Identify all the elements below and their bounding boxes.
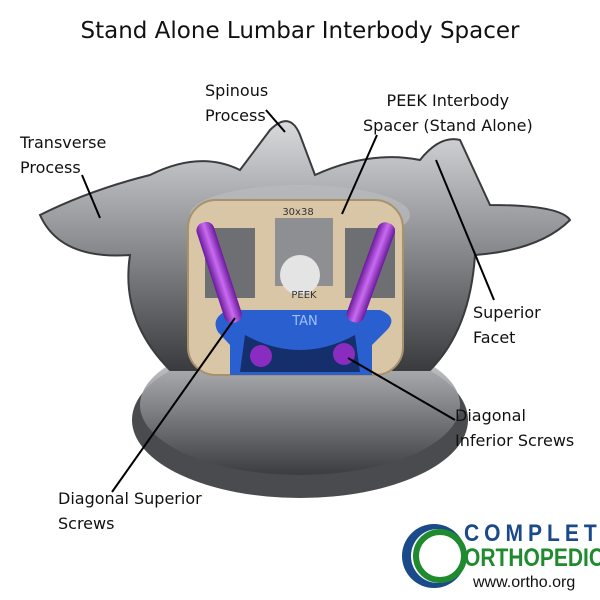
label-line: Facet	[473, 328, 516, 347]
superior-screws	[196, 221, 395, 324]
label-line: Spinous	[205, 81, 269, 100]
label-line: PEEK Interbody	[386, 91, 510, 110]
logo-circle-icon	[402, 524, 467, 588]
label-line: Superior	[473, 303, 541, 322]
inferior-screw-right	[333, 343, 355, 365]
label-line: Spacer (Stand Alone)	[363, 116, 533, 135]
complete-orthopedics-logo: COMPLETE ORTHOPEDICS www.ortho.org	[398, 518, 600, 596]
titanium-plate: TAN	[215, 310, 392, 375]
inferior-screw-left	[250, 345, 272, 367]
peek-marking: PEEK	[291, 290, 317, 301]
tan-marking: TAN	[291, 314, 318, 329]
label-line: Inferior Screws	[455, 431, 575, 450]
size-marking: 30x38	[282, 207, 313, 218]
label-line: Process	[205, 106, 266, 125]
label-line: Screws	[58, 514, 115, 533]
page-title: Stand Alone Lumbar Interbody Spacer	[80, 18, 520, 44]
label-line: Diagonal	[455, 406, 526, 425]
leader-lines	[81, 109, 495, 493]
logo-url: www.ortho.org	[473, 574, 576, 591]
label-line: Process	[20, 158, 81, 177]
logo-line1: COMPLETE	[464, 520, 600, 547]
label-line: Transverse	[20, 133, 107, 152]
logo-line2: ORTHOPEDICS	[464, 544, 600, 573]
label-line: Diagonal Superior	[58, 489, 202, 508]
